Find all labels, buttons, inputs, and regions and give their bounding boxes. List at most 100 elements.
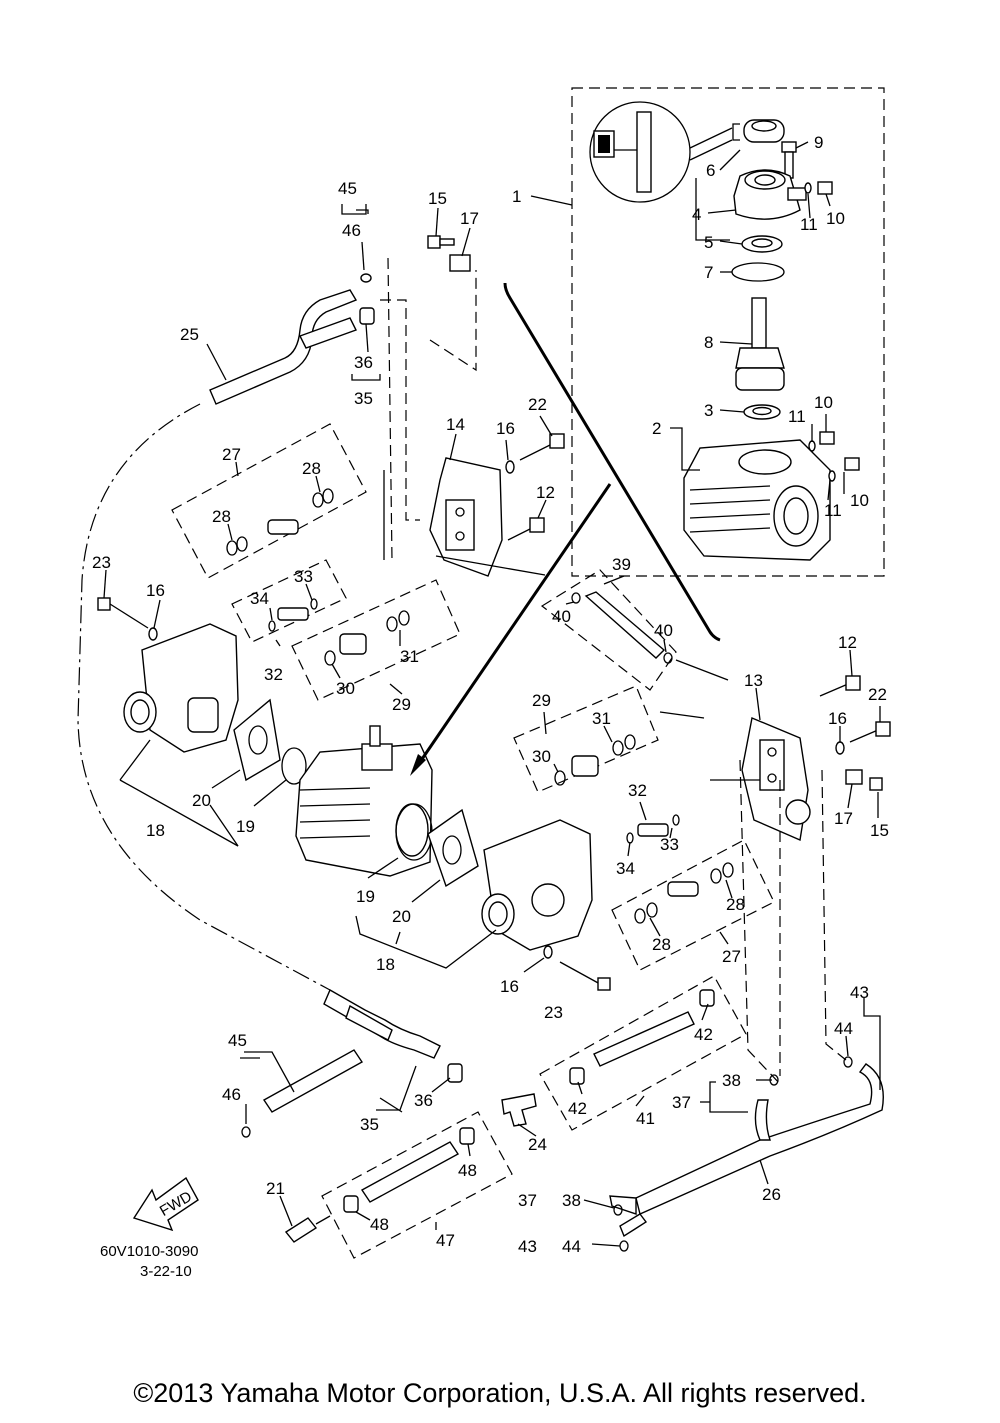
clamp-part-17-top xyxy=(449,254,471,272)
valve-parts-33-34-left xyxy=(268,598,318,632)
callout-38a: 38 xyxy=(722,1071,741,1090)
clip-part-40-top xyxy=(571,592,581,604)
group-box-27-left xyxy=(171,423,367,579)
callout-46a: 46 xyxy=(342,221,361,240)
callout-42b: 42 xyxy=(568,1099,587,1118)
callout-25: 25 xyxy=(180,325,199,344)
clip-part-44-top xyxy=(843,1056,853,1068)
callout-38b: 38 xyxy=(562,1191,581,1210)
shaft-part-8 xyxy=(735,297,785,391)
valve-parts-33-34-right xyxy=(626,814,680,844)
callout-40a: 40 xyxy=(552,607,571,626)
group-box-29-left xyxy=(291,579,461,701)
gasket-part-20-right xyxy=(427,808,479,888)
callout-13: 13 xyxy=(744,671,763,690)
hose-part-45 xyxy=(262,1049,364,1113)
callout-10b: 10 xyxy=(814,393,833,412)
callout-32a: 32 xyxy=(264,665,283,684)
throttle-body-part-18-left xyxy=(123,623,239,753)
callout-14: 14 xyxy=(446,415,465,434)
callout-32b: 32 xyxy=(628,781,647,800)
valve-parts-29-right xyxy=(554,734,636,786)
callout-48b: 48 xyxy=(370,1215,389,1234)
callout-43a: 43 xyxy=(850,983,869,1002)
callout-34b: 34 xyxy=(616,859,635,878)
bracket-part-14 xyxy=(429,457,503,577)
clamp-part-17-right xyxy=(845,769,863,785)
callout-43b: 43 xyxy=(518,1237,537,1256)
callout-45a: 45 xyxy=(338,179,357,198)
callout-11b: 11 xyxy=(788,407,806,426)
o-ring-part-7 xyxy=(731,262,785,282)
group-box-32-left xyxy=(231,559,347,643)
callout-29b: 29 xyxy=(532,691,551,710)
callout-20a: 20 xyxy=(192,791,211,810)
clamp-part-48-bottom xyxy=(343,1195,359,1213)
callout-16b: 16 xyxy=(146,581,165,600)
callout-3: 3 xyxy=(704,401,713,420)
bolt-part-9 xyxy=(781,141,797,179)
connector-line-a xyxy=(659,711,705,719)
clip-part-40-bottom xyxy=(663,652,673,664)
clip-part-44-bottom xyxy=(619,1240,629,1252)
callout-15b: 15 xyxy=(870,821,889,840)
y-hose-part-26 xyxy=(609,1063,884,1238)
callout-23b: 23 xyxy=(544,1003,563,1022)
bolt-part-15-top xyxy=(427,235,455,249)
group-box-39 xyxy=(540,569,677,691)
callout-21: 21 xyxy=(266,1179,285,1198)
callout-16a: 16 xyxy=(496,419,515,438)
washer-part-16-right xyxy=(835,741,845,755)
callout-29a: 29 xyxy=(392,695,411,714)
bolt-part-12-left xyxy=(507,517,545,541)
callout-4: 4 xyxy=(692,205,701,224)
pump-body-part-2 xyxy=(683,439,831,561)
callout-39: 39 xyxy=(612,555,631,574)
leader-lines xyxy=(103,141,881,1247)
washer-part-16-left xyxy=(505,460,515,474)
callout-46b: 46 xyxy=(222,1085,241,1104)
clamp-part-48-top xyxy=(459,1127,475,1145)
callout-31b: 31 xyxy=(592,709,611,728)
bolt-part-15-right xyxy=(869,777,883,791)
callout-33a: 33 xyxy=(294,567,313,586)
callout-1: 1 xyxy=(512,187,521,206)
callout-10c: 10 xyxy=(850,491,869,510)
callout-27b: 27 xyxy=(722,947,741,966)
callout-2: 2 xyxy=(652,419,661,438)
bolt-part-10-top xyxy=(804,181,833,195)
bolts-part-10-side xyxy=(808,431,860,482)
forward-direction-arrow: FWD xyxy=(132,1176,199,1232)
clamp-part-42-top xyxy=(699,989,715,1007)
callout-12a: 12 xyxy=(536,483,555,502)
callout-22a: 22 xyxy=(528,395,547,414)
routing-line-top xyxy=(429,270,477,372)
connector-line-d xyxy=(435,555,546,576)
callout-28b: 28 xyxy=(212,507,231,526)
callout-20b: 20 xyxy=(392,907,411,926)
callout-16d: 16 xyxy=(500,977,519,996)
clip-part-46-top xyxy=(360,273,372,283)
group-box-47 xyxy=(321,1111,513,1259)
bolt-part-22-right xyxy=(849,721,891,743)
callout-6: 6 xyxy=(706,161,715,180)
callout-24: 24 xyxy=(528,1135,547,1154)
callout-18b: 18 xyxy=(376,955,395,974)
gasket-part-20-left xyxy=(233,698,281,782)
callout-34a: 34 xyxy=(250,589,269,608)
valve-parts-28-right xyxy=(634,862,734,924)
callout-48a: 48 xyxy=(458,1161,477,1180)
callout-7: 7 xyxy=(704,263,713,282)
hose-part-39 xyxy=(584,591,666,659)
callout-45b: 45 xyxy=(228,1031,247,1050)
callout-9: 9 xyxy=(814,133,823,152)
callout-47: 47 xyxy=(436,1231,455,1250)
connector-line-b xyxy=(675,659,729,681)
bolt-part-12-right xyxy=(819,675,861,697)
inset-assembly-box xyxy=(503,87,885,642)
seal-part-6 xyxy=(732,119,785,143)
housing-part-4 xyxy=(733,169,807,220)
callout-27a: 27 xyxy=(222,445,241,464)
clip-part-38-bottom xyxy=(613,1204,623,1216)
